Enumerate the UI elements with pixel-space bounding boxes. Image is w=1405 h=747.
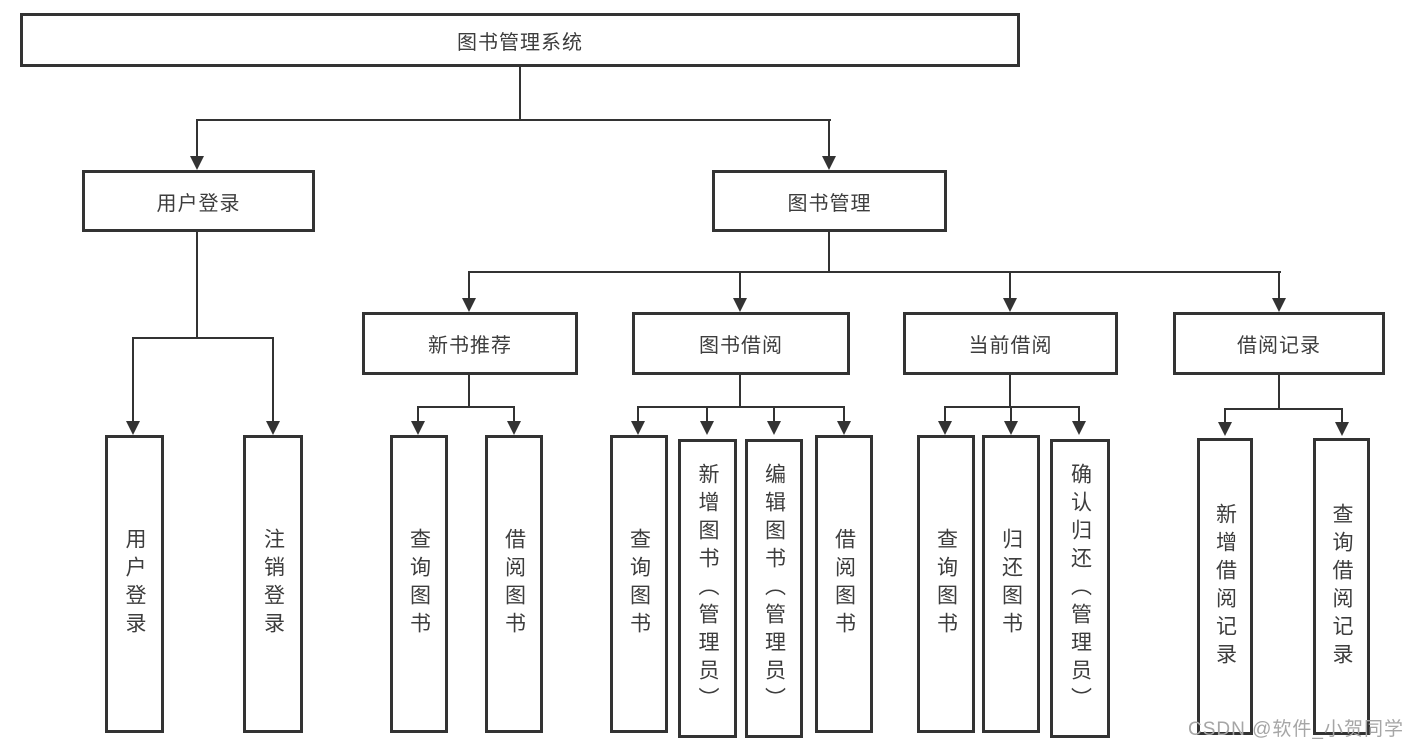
- connector-line: [637, 406, 845, 408]
- arrow-down-icon: [462, 298, 476, 312]
- node-user-login: 用户登录: [82, 170, 315, 232]
- arrow-down-icon: [190, 156, 204, 170]
- arrow-down-icon: [1003, 298, 1017, 312]
- connector-line: [417, 406, 515, 408]
- connector-line: [132, 337, 134, 421]
- connector-line: [1010, 406, 1012, 421]
- connector-line: [196, 119, 198, 157]
- connector-line: [944, 406, 946, 421]
- node-book-borrow: 图书借阅: [632, 312, 850, 375]
- leaf-add-borrow-record: 新增借阅记录: [1197, 438, 1253, 735]
- connector-line: [417, 406, 419, 421]
- connector-line: [944, 406, 1080, 408]
- connector-line: [1078, 406, 1080, 421]
- leaf-add-books-admin: 新增图书（管理员）: [678, 439, 737, 738]
- connector-line: [1009, 375, 1011, 408]
- connector-line: [739, 271, 741, 299]
- arrow-down-icon: [1335, 422, 1349, 436]
- node-user-login-label: 用户登录: [156, 192, 241, 215]
- arrow-down-icon: [767, 421, 781, 435]
- connector-line: [706, 406, 708, 421]
- connector-line: [196, 119, 831, 121]
- connector-line: [637, 406, 639, 421]
- connector-line: [468, 271, 470, 299]
- leaf-edit-books-admin: 编辑图书（管理员）: [745, 439, 803, 738]
- connector-line: [843, 406, 845, 421]
- node-current-borrow: 当前借阅: [903, 312, 1118, 375]
- connector-line: [828, 232, 830, 273]
- connector-line: [1009, 271, 1011, 299]
- leaf-query-books-recommend: 查询图书: [390, 435, 448, 733]
- arrow-down-icon: [1218, 422, 1232, 436]
- leaf-borrow-books: 借阅图书: [815, 435, 873, 733]
- connector-line: [468, 271, 1281, 273]
- arrow-down-icon: [837, 421, 851, 435]
- node-root-label: 图书管理系统: [457, 31, 583, 54]
- connector-line: [519, 67, 521, 121]
- leaf-query-borrow-record: 查询借阅记录: [1313, 438, 1370, 735]
- connector-line: [513, 406, 515, 421]
- connector-line: [1224, 408, 1343, 410]
- leaf-borrow-books-recommend: 借阅图书: [485, 435, 543, 733]
- leaf-confirm-return-admin: 确认归还（管理员）: [1050, 439, 1110, 738]
- leaf-query-books-borrow: 查询图书: [610, 435, 668, 733]
- arrow-down-icon: [1072, 421, 1086, 435]
- node-borrow-record: 借阅记录: [1173, 312, 1385, 375]
- arrow-down-icon: [1272, 298, 1286, 312]
- node-root: 图书管理系统: [20, 13, 1020, 67]
- connector-line: [272, 337, 274, 421]
- leaf-query-books-current: 查询图书: [917, 435, 975, 733]
- arrow-down-icon: [411, 421, 425, 435]
- leaf-user-login: 用户登录: [105, 435, 164, 733]
- arrow-down-icon: [631, 421, 645, 435]
- arrow-down-icon: [733, 298, 747, 312]
- node-book-management: 图书管理: [712, 170, 947, 232]
- node-book-management-label: 图书管理: [787, 192, 872, 215]
- connector-line: [1224, 408, 1226, 422]
- arrow-down-icon: [938, 421, 952, 435]
- leaf-logout: 注销登录: [243, 435, 303, 733]
- connector-line: [1278, 271, 1280, 299]
- connector-line: [1341, 408, 1343, 422]
- connector-line: [1278, 375, 1280, 410]
- connector-line: [828, 119, 830, 157]
- connector-line: [468, 375, 470, 408]
- arrow-down-icon: [266, 421, 280, 435]
- leaf-return-books: 归还图书: [982, 435, 1040, 733]
- connector-line: [739, 375, 741, 408]
- arrow-down-icon: [1004, 421, 1018, 435]
- arrow-down-icon: [700, 421, 714, 435]
- connector-line: [773, 406, 775, 421]
- connector-line: [132, 337, 274, 339]
- csdn-watermark: CSDN @软件_小贺同学: [1188, 719, 1404, 740]
- node-new-book-recommend: 新书推荐: [362, 312, 578, 375]
- connector-line: [196, 232, 198, 338]
- arrow-down-icon: [507, 421, 521, 435]
- arrow-down-icon: [822, 156, 836, 170]
- arrow-down-icon: [126, 421, 140, 435]
